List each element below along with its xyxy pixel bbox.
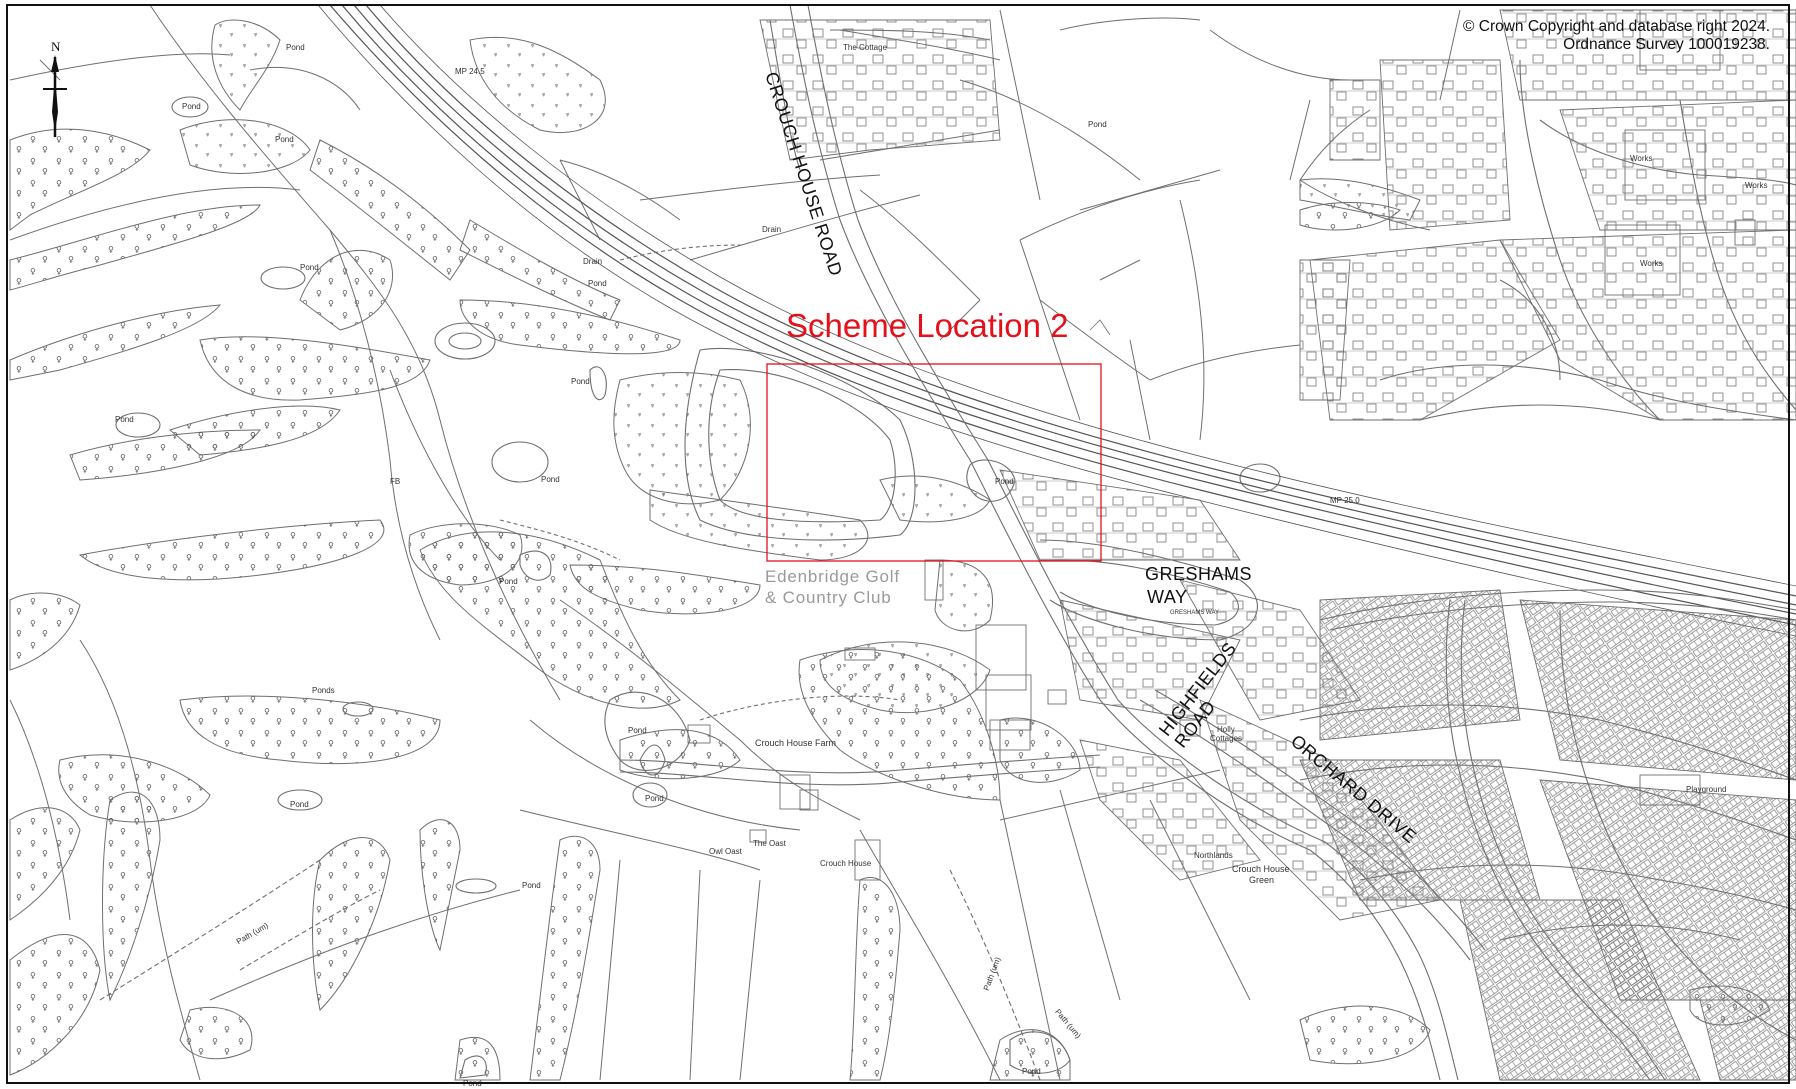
railway [317, 4, 1796, 637]
scheme-location-label: Scheme Location 2 [786, 307, 1069, 344]
label-pond-17: Pond [463, 1079, 482, 1088]
north-arrow-icon [43, 55, 67, 137]
place-works-3: Works [1745, 181, 1768, 190]
label-mp-250: MP 25.0 [1330, 496, 1360, 505]
place-crouch-house: Crouch House [820, 859, 872, 868]
buildings-north-estate [759, 19, 1001, 161]
label-pond-13: Pond [645, 794, 664, 803]
label-pond-12: Pond [628, 726, 647, 735]
label-ponds-1: Ponds [312, 686, 335, 695]
label-pond-2: Pond [182, 102, 201, 111]
scheme-location-boundary [766, 363, 1102, 562]
label-fb-1: FB [390, 477, 401, 486]
rough-grass-areas [179, 19, 1421, 714]
label-drain-2: Drain [762, 225, 782, 234]
label-greshams-way-small: GRESHAMS WAY [1170, 610, 1220, 616]
place-works-2: Works [1640, 259, 1663, 268]
place-works-1: Works [1630, 154, 1653, 163]
label-pond-3: Pond [275, 135, 294, 144]
copyright-notice: © Crown Copyright and database right 202… [1463, 18, 1770, 54]
label-pond-9: Pond [1088, 120, 1107, 129]
copyright-line-2: Ordnance Survey 100019238. [1563, 36, 1770, 53]
golf-club-line-1: Edenbridge Golf [765, 567, 900, 586]
golf-club-line-2: & Country Club [765, 588, 892, 607]
north-label: N [51, 39, 61, 54]
label-mp-245: MP 24.5 [455, 67, 485, 76]
place-the-cottage: The Cottage [843, 43, 888, 52]
golf-club-label: Edenbridge Golf & Country Club [765, 566, 900, 608]
label-pond-4: Pond [300, 263, 319, 272]
place-owl-oast: Owl Oast [709, 847, 742, 856]
place-crouch-house-green-1: Crouch House [1232, 864, 1290, 874]
buildings-east-town [999, 9, 1796, 1081]
road-label-greshams-way-1: GRESHAMS [1145, 564, 1253, 584]
label-pond-11: Pond [499, 577, 518, 586]
label-pond-6: Pond [571, 377, 590, 386]
label-pond-14: Pond [290, 800, 309, 809]
label-pond-16: Pond [1022, 1067, 1041, 1076]
buildings-misc [687, 219, 1756, 881]
place-holly-cottages-1: Holly [1217, 725, 1235, 734]
label-drain-1: Drain [583, 257, 603, 266]
copyright-line-1: © Crown Copyright and database right 202… [1463, 18, 1770, 35]
place-the-oast: The Oast [753, 839, 786, 848]
place-northlands: Northlands [1194, 851, 1233, 860]
label-pond-5: Pond [588, 279, 607, 288]
place-holly-cottages-2: Cottages [1210, 734, 1243, 743]
label-pond-8: Pond [995, 477, 1014, 486]
ponds [115, 96, 1281, 1079]
place-playground: Playground [1686, 785, 1727, 794]
label-pond-1: Pond [286, 43, 305, 52]
place-crouch-house-farm: Crouch House Farm [755, 738, 837, 748]
road-label-greshams-way-2: WAY [1147, 587, 1188, 607]
label-pond-10: Pond [115, 415, 134, 424]
place-crouch-house-green-2: Green [1249, 875, 1275, 885]
label-pond-7: Pond [541, 475, 560, 484]
label-pond-15: Pond [522, 881, 541, 890]
